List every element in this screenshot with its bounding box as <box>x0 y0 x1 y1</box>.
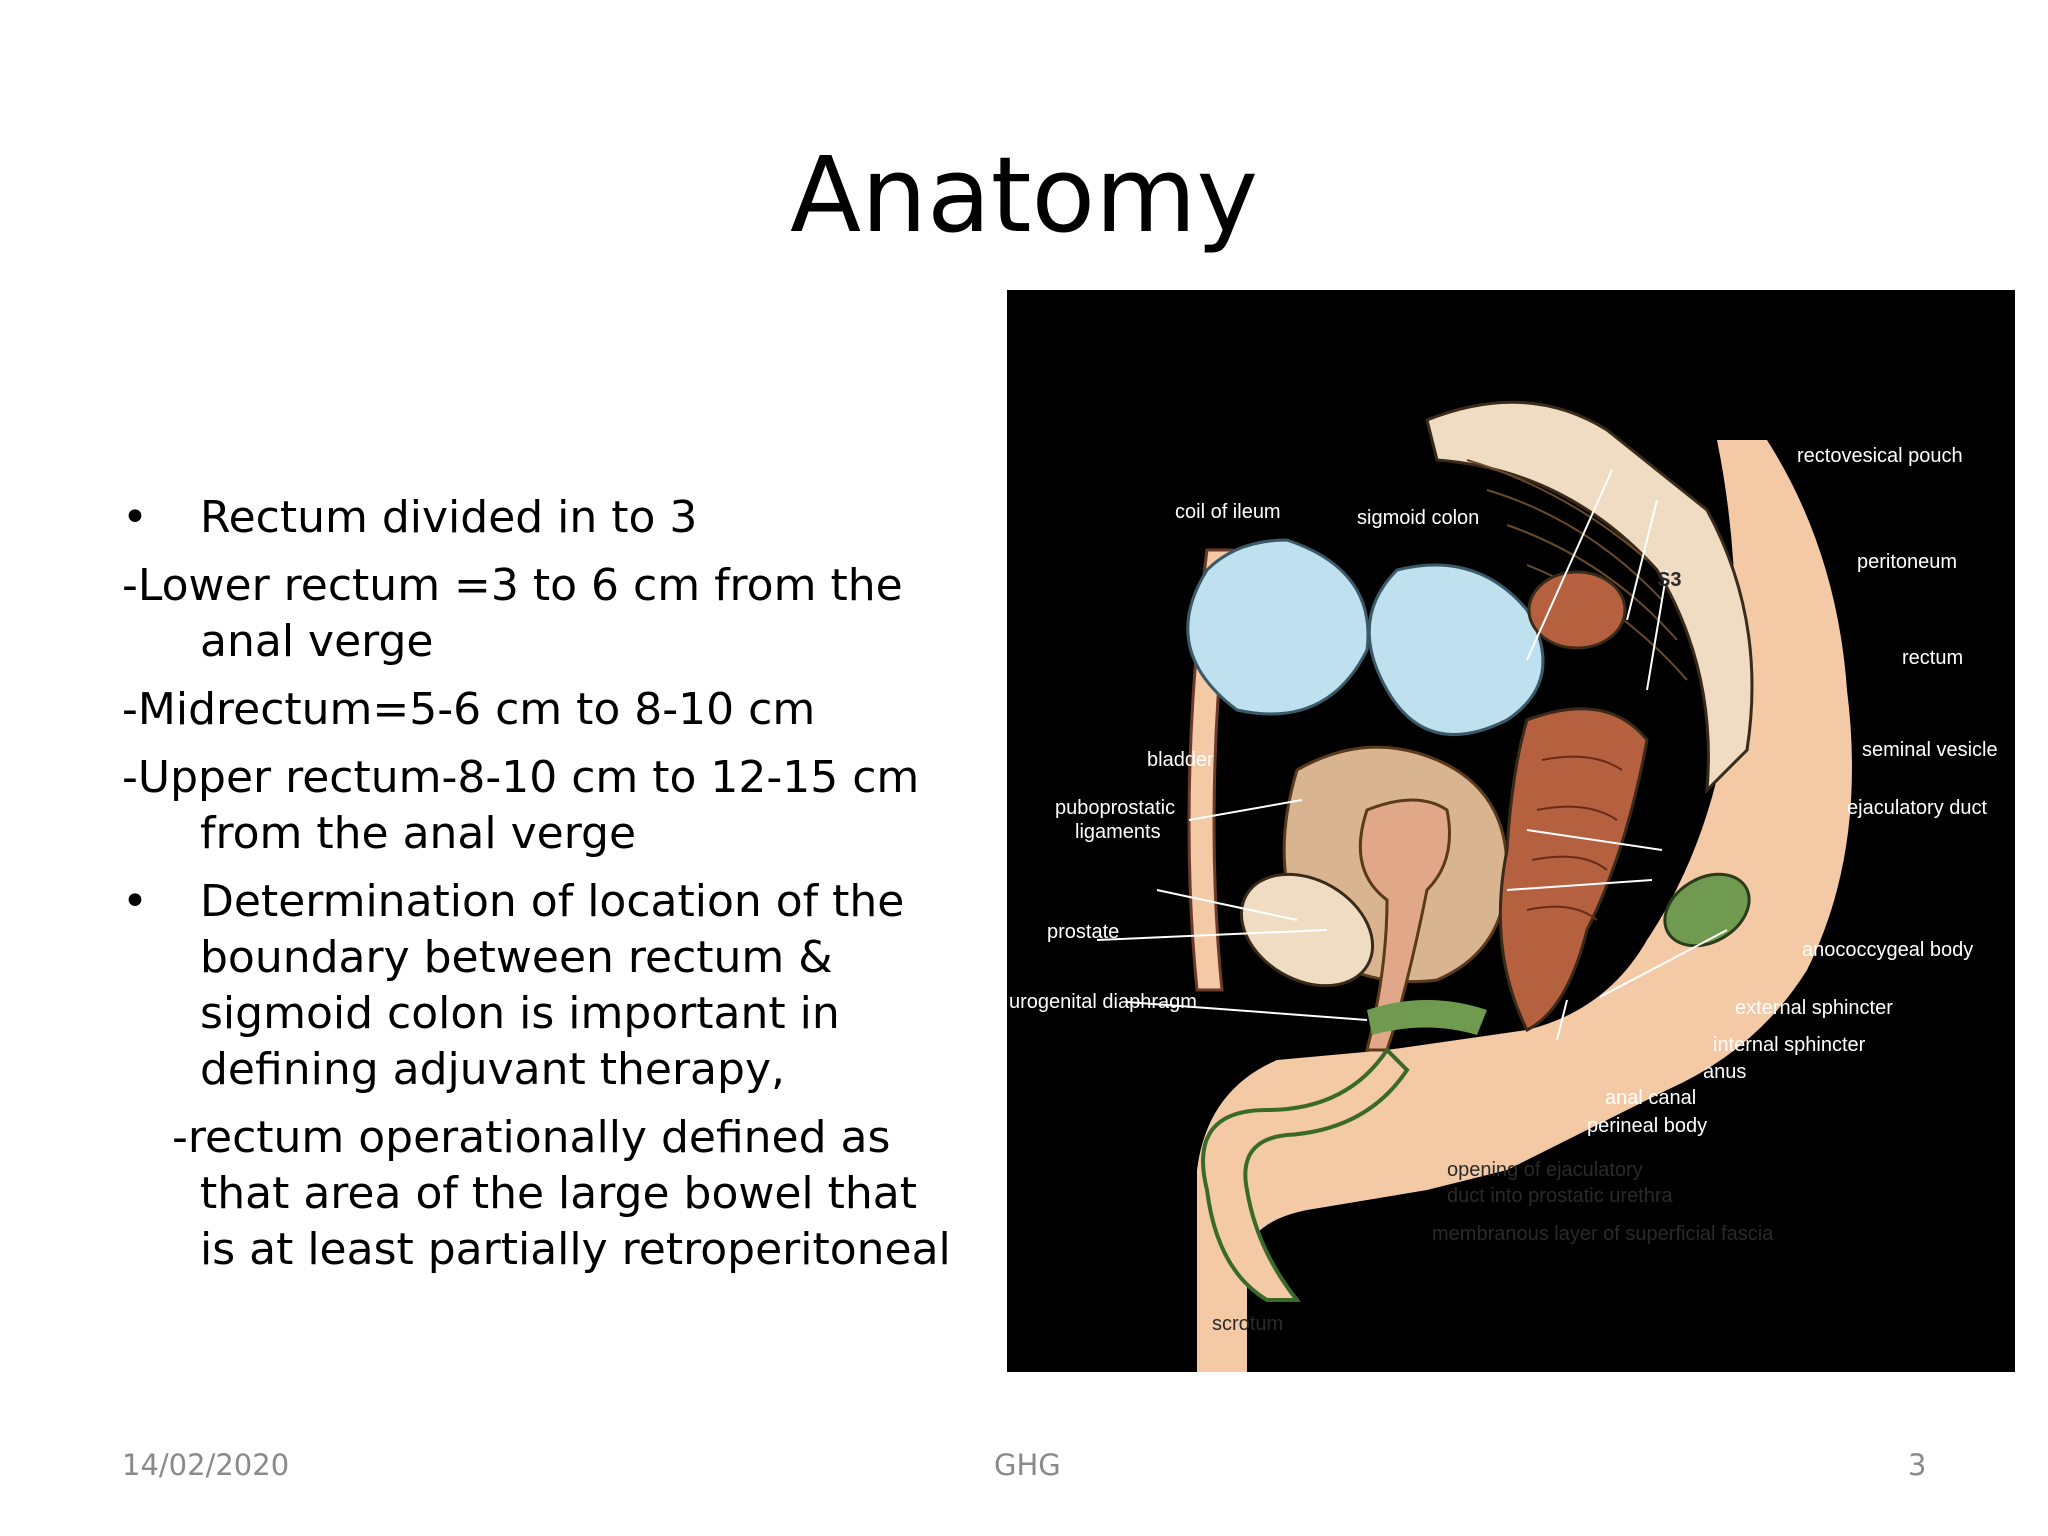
urogenital-diaphragm <box>1367 1000 1487 1035</box>
footer-center: GHG <box>994 1448 1061 1482</box>
label-opening-2: duct into prostatic urethra <box>1447 1185 1674 1207</box>
slide-title: Anatomy <box>789 134 1259 256</box>
bullet-dot: • <box>122 492 148 543</box>
label-urogenital: urogenital diaphragm <box>1009 991 1197 1013</box>
slide-body: • Rectum divided in to 3 -Lower rectum =3… <box>122 490 1002 1278</box>
label-anus: anus <box>1703 1061 1746 1083</box>
label-rectum: rectum <box>1902 647 1963 669</box>
list-text: -Midrectum=5-6 cm to 8-10 cm <box>122 684 816 735</box>
label-membranous: membranous layer of superficial fascia <box>1432 1223 1774 1245</box>
label-bladder: bladder <box>1147 749 1214 771</box>
list-text: -Upper rectum-8-10 cm to 12-15 cm <box>122 752 920 803</box>
label-anococcygeal: anococcygeal body <box>1802 939 1973 961</box>
rectum-shape <box>1498 707 1649 1033</box>
urethra-scrotum <box>1201 1046 1410 1302</box>
label-sigmoid: sigmoid colon <box>1357 507 1479 529</box>
list-text: anal verge <box>200 616 434 667</box>
sigmoid-colon-shape <box>1367 563 1545 736</box>
label-int-sphincter: internal sphincter <box>1713 1034 1866 1056</box>
footer-date: 14/02/2020 <box>122 1448 290 1482</box>
list-item: -Midrectum=5-6 cm to 8-10 cm <box>122 682 1002 738</box>
label-ejaculatory: ejaculatory duct <box>1847 797 1988 819</box>
bullet-text: defining adjuvant therapy, <box>200 1044 785 1095</box>
bullet-dot: • <box>122 876 148 927</box>
ileum-coil <box>1186 538 1370 716</box>
label-opening-1: opening of ejaculatory <box>1447 1159 1643 1181</box>
label-prostate: prostate <box>1047 921 1119 943</box>
list-text: -Lower rectum =3 to 6 cm from the <box>122 560 903 611</box>
label-perineal: perineal body <box>1587 1115 1707 1137</box>
label-coil-ileum: coil of ileum <box>1175 501 1281 523</box>
list-text: from the anal verge <box>200 808 637 859</box>
body-silhouette <box>1197 440 1852 1372</box>
label-s3: S3 <box>1657 569 1681 591</box>
bullet-text: Rectum divided in to 3 <box>200 492 698 543</box>
anatomy-figure: coil of ileum sigmoid colon rectovesical… <box>1007 290 2015 1372</box>
label-seminal: seminal vesicle <box>1862 739 1998 761</box>
list-text: is at least partially retroperitoneal <box>200 1224 951 1275</box>
list-text: -rectum operationally defined as <box>172 1112 891 1163</box>
anococcygeal-body <box>1663 872 1751 948</box>
label-ligaments: ligaments <box>1075 821 1161 843</box>
sigmoid-lumen <box>1527 570 1627 650</box>
label-peritoneum: peritoneum <box>1857 551 1957 573</box>
bullet-item: • Rectum divided in to 3 <box>122 490 1002 546</box>
list-text: that area of the large bowel that <box>200 1168 917 1219</box>
bullet-text: boundary between rectum & <box>200 932 833 983</box>
anatomy-illustration: coil of ileum sigmoid colon rectovesical… <box>1007 290 2015 1372</box>
footer-page-number: 3 <box>1908 1448 1927 1482</box>
label-scrotum: scrotum <box>1212 1313 1283 1335</box>
label-puboprostatic: puboprostatic <box>1055 797 1175 819</box>
label-anal-canal: anal canal <box>1605 1087 1696 1109</box>
label-ext-sphincter: external sphincter <box>1735 997 1893 1019</box>
bullet-text: Determination of location of the <box>200 876 905 927</box>
label-rectovesical: rectovesical pouch <box>1797 445 1963 467</box>
sacrum-bone <box>1425 400 1754 794</box>
bullet-text: sigmoid colon is important in <box>200 988 840 1039</box>
